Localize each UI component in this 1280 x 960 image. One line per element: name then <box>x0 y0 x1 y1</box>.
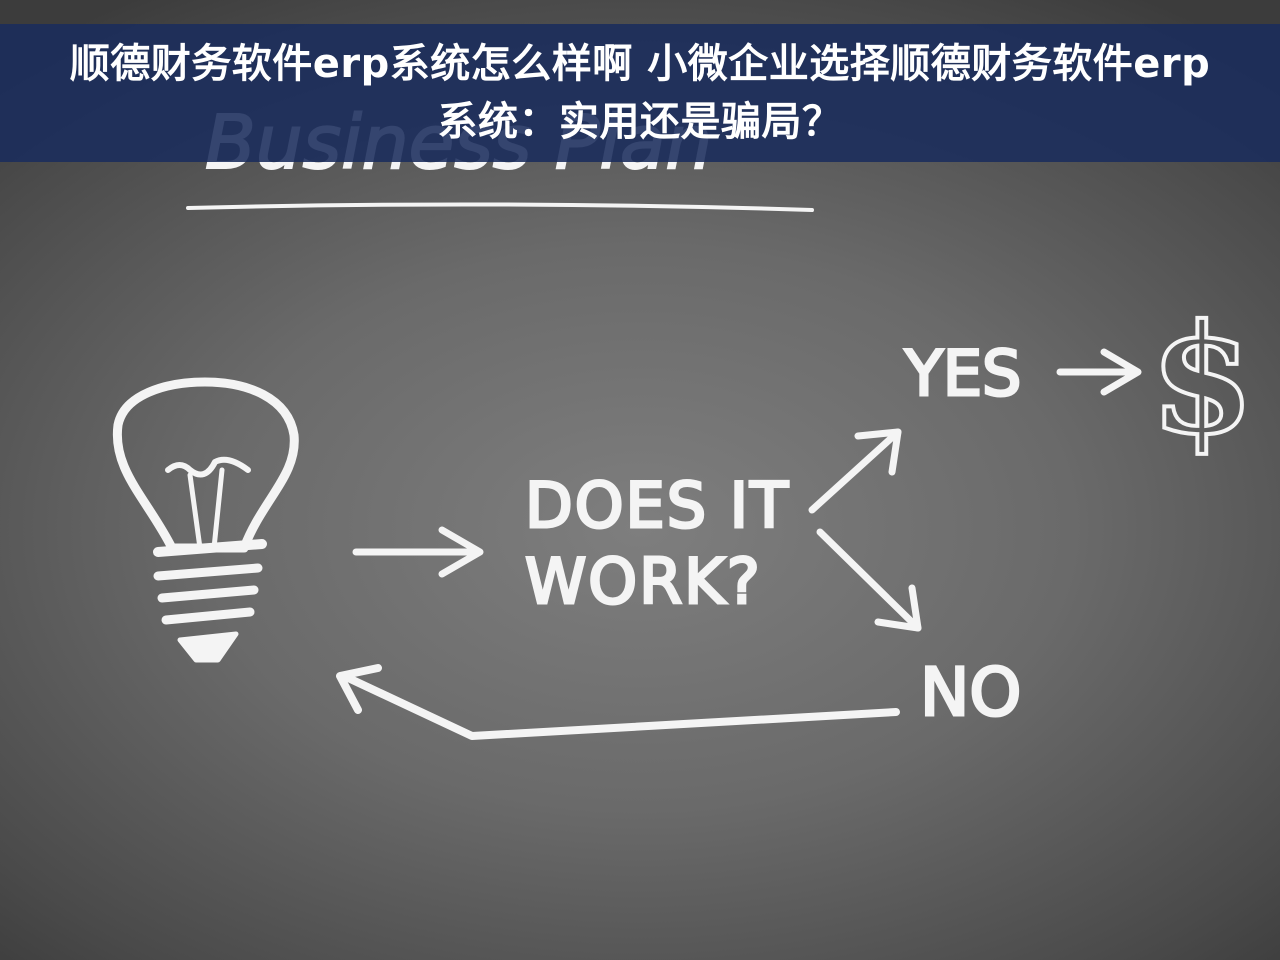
arrow-to-yes <box>808 428 902 514</box>
dollar-icon: $ <box>1150 292 1254 468</box>
arrow-to-dollar <box>1056 348 1142 396</box>
question-line-2: WORK? <box>525 545 762 618</box>
question-line-1: DOES IT <box>525 469 790 542</box>
yes-label: YES <box>904 337 1021 410</box>
page-title: 顺德财务软件erp系统怎么样啊 小微企业选择顺德财务软件erp系统：实用还是骗局… <box>69 41 1211 145</box>
arrow-to-no <box>816 528 922 632</box>
no-label: NO <box>920 654 1021 731</box>
arrow-back-to-bulb <box>336 664 900 740</box>
arrow-to-question <box>352 526 484 578</box>
title-banner: 顺德财务软件erp系统怎么样啊 小微企业选择顺德财务软件erp系统：实用还是骗局… <box>0 24 1280 162</box>
lightbulb-icon <box>112 377 299 663</box>
heading-underline <box>186 202 814 212</box>
